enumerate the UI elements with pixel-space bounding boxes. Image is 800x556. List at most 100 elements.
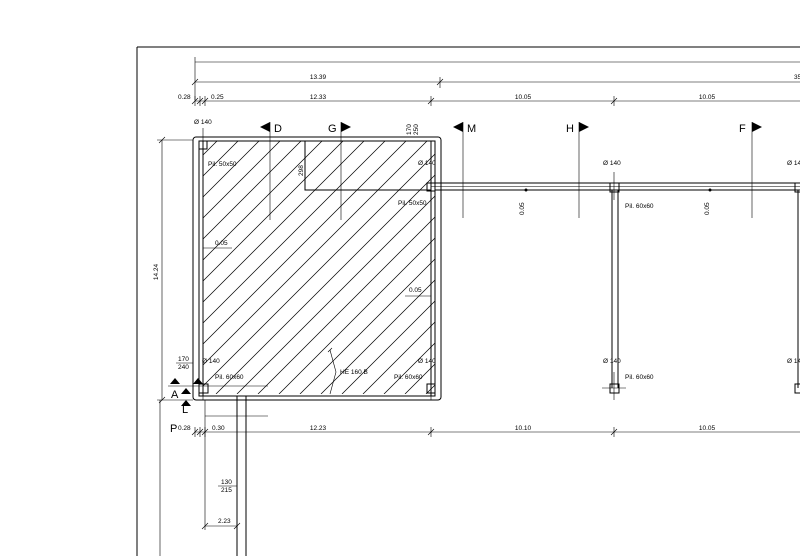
label-dia-tl: Ø 140 [194,119,212,126]
hatch-line [531,141,784,394]
slab-hatch-area [0,141,800,394]
section-marker-h: H [566,122,589,218]
dim-005-right: 0.05 [409,287,422,294]
hatch-line [404,363,435,394]
hatch-line [0,141,196,394]
label-he160b: HE 160 B [340,369,368,376]
label-pil60-614: Pil. 60x60 [625,203,654,210]
dim-bot-1010: 10.10 [515,425,532,432]
section-marker-m: M [453,122,476,218]
column-bottom-right [794,383,800,394]
left-stack-dims: 170 240 [176,356,193,371]
hatch-line [203,153,435,387]
section-marker-a: A [168,378,268,401]
section-marker-g: G [328,122,351,220]
beam-label-he160b: HE 160 B [327,347,368,395]
slab-outline [192,136,442,401]
bottom-dimension-line: 0.28 0.30 12.23 10.10 10.05 [178,425,800,437]
svg-text:M: M [467,123,476,135]
hatch-line [203,141,386,324]
section-marker-f: F [739,122,762,218]
dim-bot-030: 0.30 [212,425,225,432]
overall-dimension-line: 13.39 35 [191,57,800,100]
hatch-line [636,141,800,394]
hatch-line [362,321,435,394]
hatch-line [203,141,302,240]
dim-top-028: 0.28 [178,94,191,101]
dim-overall-1339: 13.39 [310,74,327,81]
hatch-line [203,141,344,282]
inner-dimensions: 0.05 0.05 298 0.05 0.05 170 250 [203,124,711,297]
hatch-line [203,141,239,177]
svg-text:H: H [566,123,574,135]
column-top-left [198,128,208,160]
hatch-line [657,141,800,394]
label-dia-bl: Ø 140 [202,358,220,365]
hatch-line [203,141,323,261]
dim-bot-028: 0.28 [178,425,191,432]
dim-bottom-130: 130 [221,479,232,486]
dim-bot-1005: 10.05 [699,425,716,432]
dim-bot-1223: 12.23 [310,425,327,432]
label-pil60-bl: Pil. 60x60 [215,374,244,381]
label-pil60-b614: Pil. 60x60 [625,374,654,381]
hatch-line [299,258,435,394]
dim-top-1005-b: 10.05 [699,94,716,101]
sheet-frame [136,46,800,556]
column-bottom-614 [602,372,626,400]
dim-left-240: 240 [178,364,189,371]
dim-top-1233: 12.33 [310,94,327,101]
hatch-line [489,141,742,394]
hatch-line [425,384,435,394]
dim-bottom-215: 215 [221,487,232,494]
dim-left-170: 170 [178,356,189,363]
hatch-line [383,342,435,394]
dim-stack-top-a: 170 [406,124,413,135]
label-dia-431: Ø 140 [418,160,436,167]
label-dia-b431: Ø 140 [418,358,436,365]
hatch-line [341,300,435,394]
hatch-line [720,141,800,394]
svg-text:D: D [274,123,282,135]
hatch-line [573,141,800,394]
hatch-line [257,216,435,394]
label-dia-b614: Ø 140 [603,358,621,365]
hatch-line [552,141,800,394]
hatch-line [510,141,763,394]
hatch-line [203,141,281,219]
hatch-line [203,141,407,345]
hatch-line [236,195,435,394]
column-top-right [794,182,800,193]
svg-text:G: G [328,123,337,135]
dim-height-1424: 14.24 [153,263,160,280]
svg-text:P: P [170,423,177,435]
beam-top-right [431,182,800,192]
dim-005-beam-b: 0.05 [704,202,711,215]
hatch-line [678,141,800,394]
hatch-line [468,141,721,394]
svg-text:L: L [182,404,188,416]
hatch-line [203,141,260,198]
beam-vertical-614 [611,190,619,388]
hatch-line [320,279,435,394]
column-top-614 [609,172,620,200]
svg-text:A: A [171,389,179,401]
lower-extension: 2.23 130 215 [159,396,247,556]
dim-stack-top-b: 250 [413,124,420,135]
label-pil50-tl: Pil. 50x50 [208,161,237,168]
label-pil50-431: Pil. 50x50 [398,200,427,207]
label-dia-614: Ø 140 [603,160,621,167]
dim-lower-223: 2.23 [218,518,231,525]
section-marker-p: P [170,423,177,435]
column-top-431 [426,175,436,198]
hatch-line [615,141,800,394]
label-dia-right: Ø 140 [787,160,800,167]
label-dia-bright: Ø 140 [787,358,800,365]
hatch-line [278,237,435,394]
section-marker-d: D [260,122,282,220]
dim-005-beam-a: 0.05 [519,202,526,215]
hatch-line [203,141,365,303]
svg-text:F: F [739,123,746,135]
hatch-line [699,141,800,394]
